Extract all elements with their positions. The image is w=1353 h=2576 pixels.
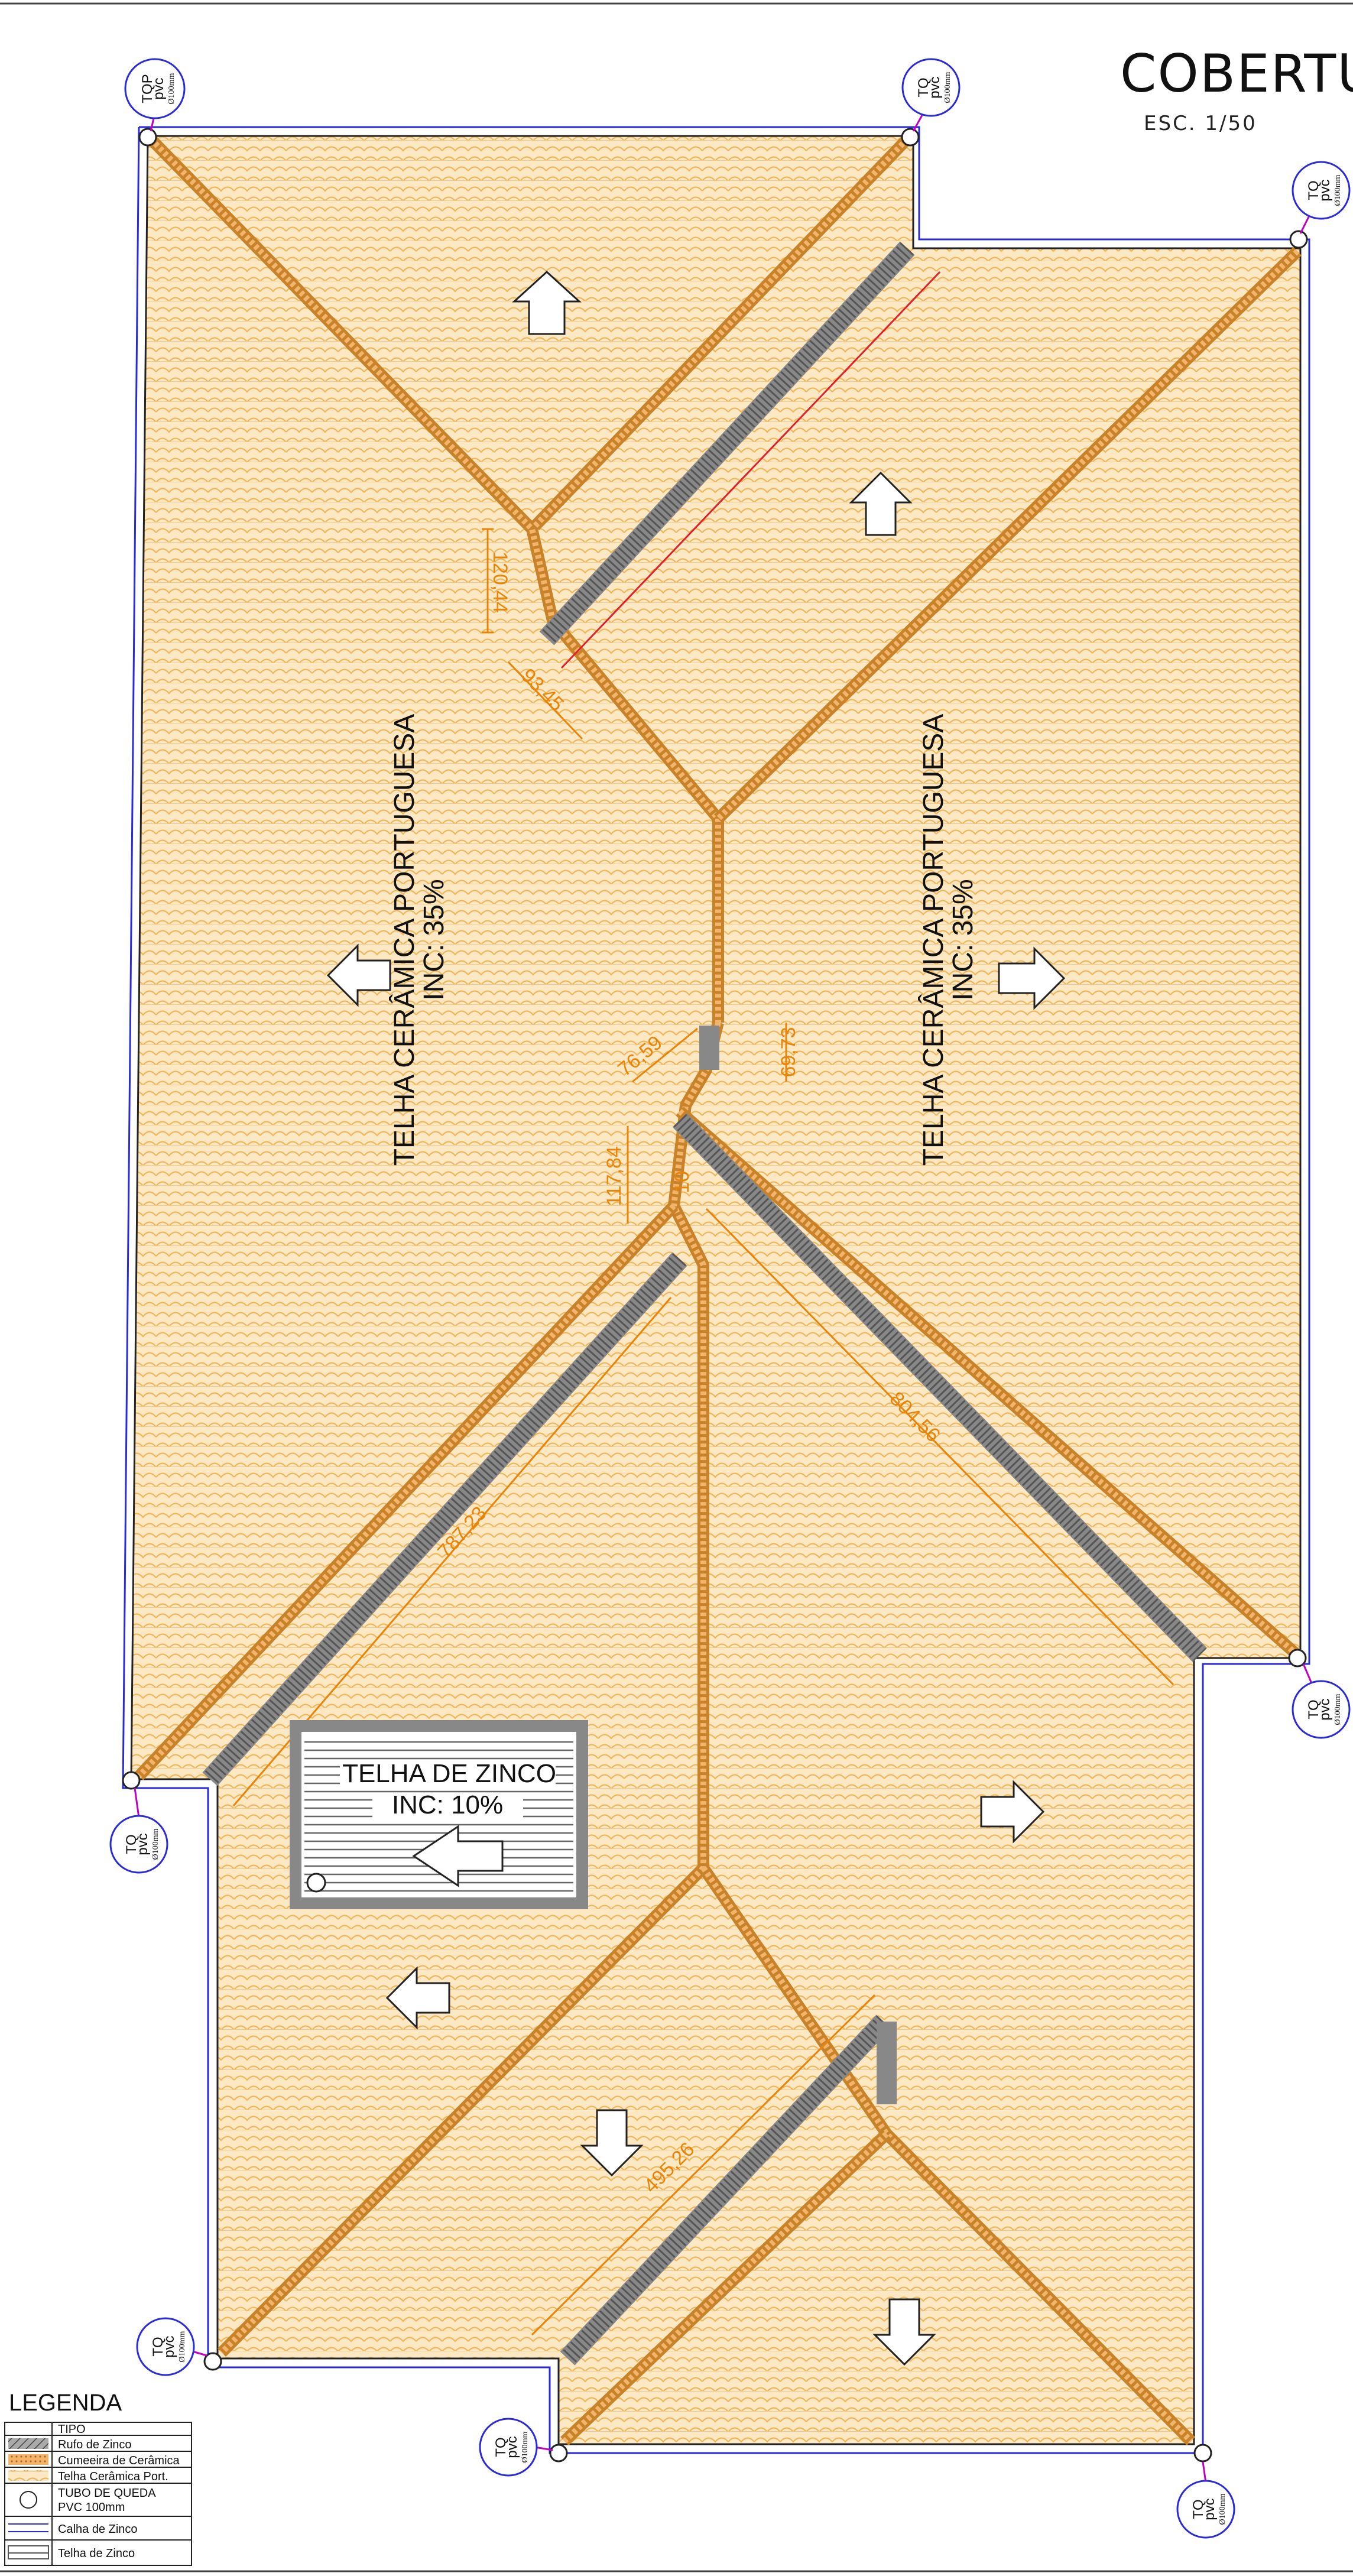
downpipe-pvc-label: pvc [1317,179,1333,201]
roof-label-right-line2: INC: 35% [948,879,979,1000]
legend-item-label: Cumeeira de Cerâmica [58,2454,180,2467]
svg-text:TQ: TQ [1190,2499,1206,2519]
svg-text:TQ: TQ [1306,1699,1322,1719]
legend: LEGENDA TIPO Rufo de Zinco Cumeeira de C… [4,2390,192,2566]
legend-item-label-2: PVC 100mm [58,2501,125,2514]
legend-heading: LEGENDA [9,2390,122,2416]
svg-text:TQ: TQ [1306,180,1322,200]
downpipe-pvc-label: pvc [1317,1698,1333,1720]
svg-text:TQ: TQ [493,2437,509,2457]
ridge-dots-icon [8,2454,48,2465]
downpipe-diameter-label: Ø100mm [1218,2493,1227,2525]
legend-item-label: Calha de Zinco [58,2523,138,2536]
zinc-label-line2: INC: 10% [392,1790,503,1819]
dimension-d4: 69,73 [777,1027,800,1077]
flashing-hatch-icon [8,2438,48,2449]
zinc-bar-icon [8,2545,49,2559]
zinc-downpipe-circle [306,1873,326,1893]
slope-arrow-left-2 [385,1966,450,2030]
legend-item-label: Rufo de Zinco [58,2438,132,2451]
downpipe-pvc-label: pvc [151,77,167,99]
slope-arrow-left-1 [326,943,391,1007]
roof-label-left-line1: TELHA CERÂMICA PORTUGUESA [389,714,420,1166]
roof-label-right: TELHA CERÂMICA PORTUGUESA INC: 35% [918,714,979,1166]
downpipe-diameter-label: Ø100mm [521,2431,530,2463]
tile-pattern-icon [8,2470,48,2481]
slope-arrow-right-2 [980,1780,1045,1844]
downpipe-pvc-label: pvc [1202,2498,1218,2520]
slope-arrow-down-1 [580,2109,644,2177]
downpipe-diameter-label: Ø100mm [1333,1693,1342,1725]
downpipe-pvc-label: pvc [135,1833,151,1855]
roof-label-right-line1: TELHA CERÂMICA PORTUGUESA [918,714,949,1166]
svg-text:TQ: TQ [916,77,932,97]
downpipe-diameter-label: Ø100mm [1333,174,1342,206]
downpipe-pvc-label: pvc [927,76,943,98]
drawing-title: COBERTU [1120,43,1353,104]
downpipe-diameter-label: Ø100mm [167,73,176,104]
legend-item-label: Telha Cerâmica Port. [58,2470,168,2483]
roof-label-left: TELHA CERÂMICA PORTUGUESA INC: 35% [389,714,450,1166]
ridge-lines [134,135,1302,2446]
roof-label-left-line2: INC: 35% [418,879,450,1000]
drawing-scale: ESC. 1/50 [1144,112,1257,135]
dimension-d6: 10 [671,1171,693,1193]
downpipe-diameter-label: Ø100mm [943,72,952,103]
svg-text:TQP: TQP [139,74,155,103]
legend-item-label: Telha de Zinco [58,2547,135,2560]
circle-icon [20,2491,37,2509]
svg-text:TQ: TQ [124,1834,139,1854]
slope-arrow-up-2 [849,471,913,536]
roof-outline [130,135,1302,2445]
slope-arrow-right-1 [998,946,1066,1010]
downpipe-corners [122,128,1308,2463]
slope-arrow-down-2 [872,2298,936,2366]
dimension-d5: 117,84 [603,1146,625,1206]
slope-arrows [326,270,1066,2366]
double-line-icon [8,2523,48,2532]
downpipe-diameter-label: Ø100mm [178,2331,187,2362]
downpipe-diameter-label: Ø100mm [151,1828,160,1860]
legend-header: TIPO [58,2423,86,2436]
downpipe-pvc-label: pvc [161,2335,177,2357]
downpipe-pvc-label: pvc [504,2436,520,2458]
svg-text:TQ: TQ [150,2337,166,2356]
zinc-roof-panel [290,1720,588,1909]
zinc-slope-arrow [412,1825,504,1887]
zinc-flashings [202,241,1208,2366]
slope-arrow-up-1 [512,270,582,335]
zinc-label-line1: TELHA DE ZINCO [342,1759,556,1788]
dimension-d1: 120,44 [489,551,511,613]
legend-item-label: TUBO DE QUEDA [58,2487,156,2500]
